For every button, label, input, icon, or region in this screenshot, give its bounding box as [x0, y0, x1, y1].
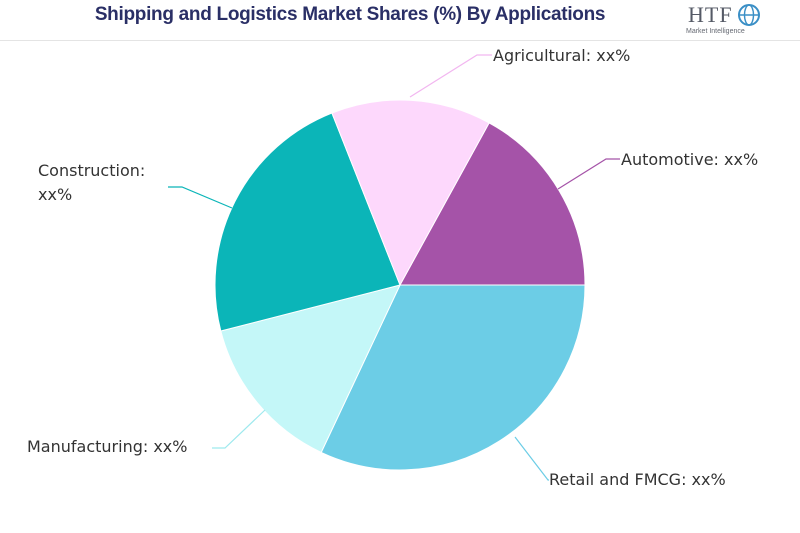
pie-slice-construction — [214, 112, 401, 332]
pie-slice-agricultural — [331, 99, 490, 287]
leader-line-automotive — [557, 158, 620, 190]
leader-line-retail-fmcg — [514, 436, 549, 481]
logo-text: HTF — [688, 2, 733, 27]
leader-line-agricultural — [409, 54, 492, 98]
leader-line-manufacturing — [212, 409, 266, 449]
leader-line-construction — [168, 186, 233, 209]
pie-slice-automotive — [399, 122, 586, 286]
logo-subtitle: Market Intelligence — [686, 28, 745, 35]
pie-slice-manufacturing — [220, 284, 401, 454]
chart-title: Shipping and Logistics Market Shares (%)… — [94, 4, 606, 25]
label-automotive: Automotive: xx% — [621, 150, 759, 169]
globe-icon — [738, 4, 760, 26]
label-manufacturing: Manufacturing: xx% — [27, 437, 188, 456]
pie-slice-retail-fmcg — [320, 284, 586, 471]
label-construction: Construction: xx% — [38, 161, 146, 204]
label-agricultural: Agricultural: xx% — [493, 46, 631, 65]
header-divider — [0, 40, 800, 41]
htf-logo: HTF Market Intelligence — [686, 2, 778, 40]
label-retail-fmcg: Retail and FMCG: xx% — [549, 470, 726, 489]
